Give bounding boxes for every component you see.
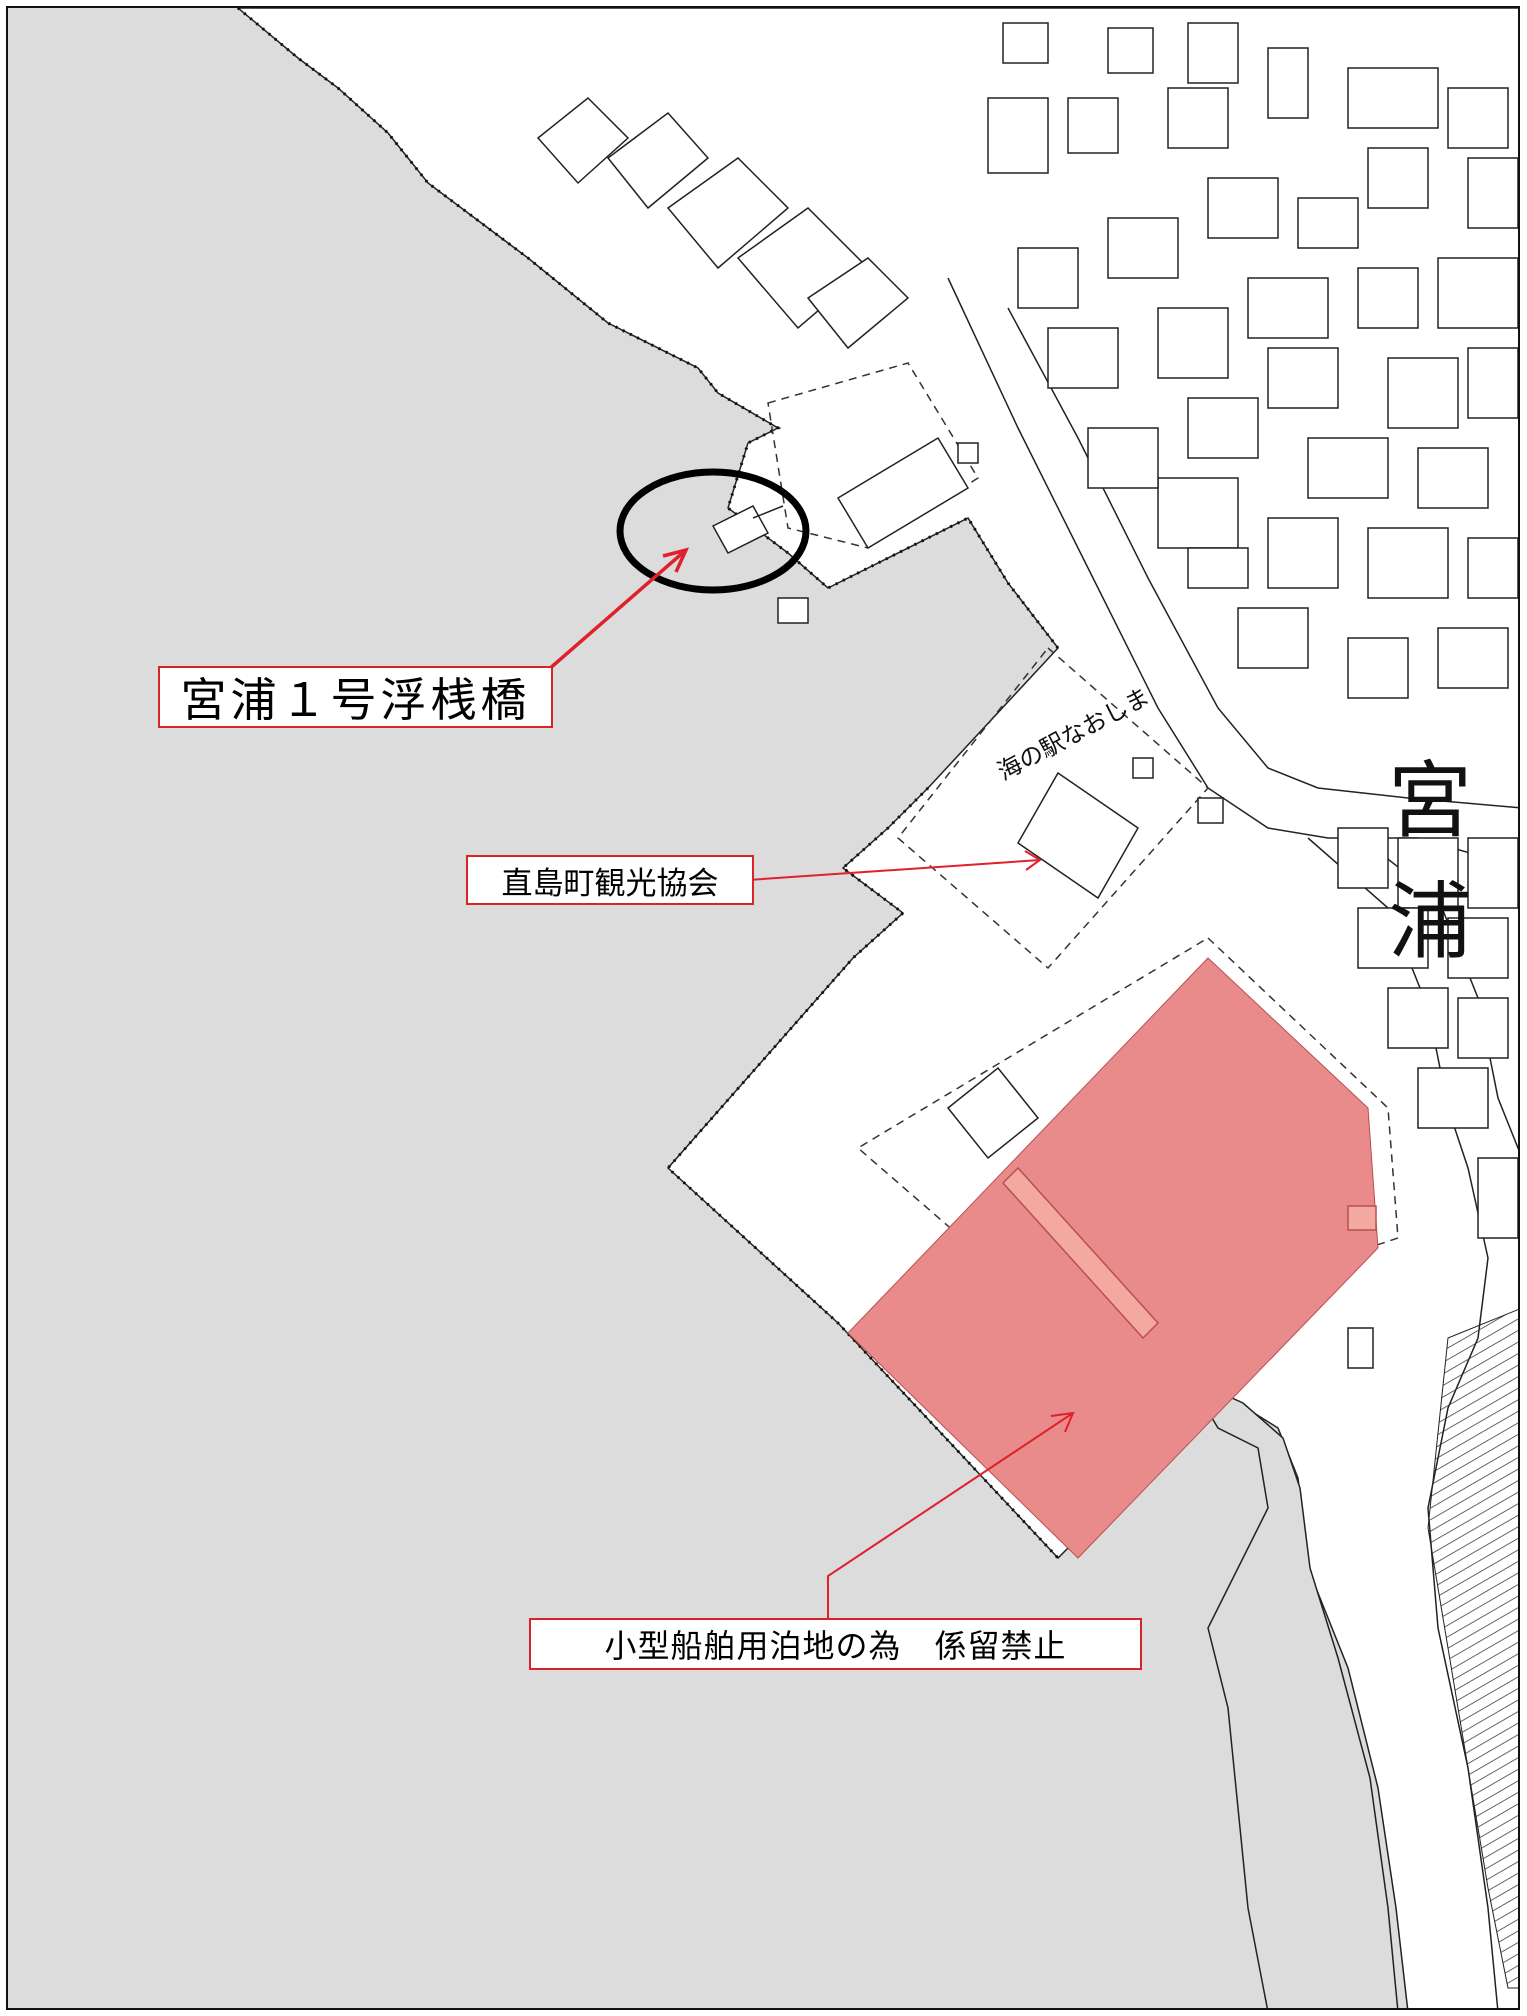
town-buildings (987, 22, 1518, 699)
assoc-arrowhead (1024, 850, 1042, 871)
seawall-north (237, 8, 1060, 649)
pier-highlight-circle (616, 468, 810, 594)
east-inlet (1186, 1376, 1399, 2008)
dashed-parcels (767, 362, 1399, 1410)
no-mooring-zone (847, 957, 1379, 1559)
hillside-slope (1427, 1309, 1518, 1989)
mooring-zone-pier (1001, 1166, 1160, 1340)
thin-callout-arrows (747, 850, 1075, 1618)
pier-arrow (546, 548, 688, 672)
mooring-zone-marker (1347, 1205, 1377, 1231)
pier-arrowhead (662, 547, 690, 573)
east-strip-buildings (1337, 827, 1518, 1239)
harbor-map[interactable] (8, 8, 1520, 2010)
place-name-label: 宮浦 (1388, 752, 1475, 971)
pier-callout: 宮浦１号浮桟橋 (158, 666, 553, 728)
harbor-buildings (777, 436, 1374, 1369)
map-frame: 宮浦 海の駅なおしま 宮浦１号浮桟橋 直島町観光協会 小型船舶用泊地の為 係留禁… (6, 6, 1520, 2010)
warehouses (536, 96, 910, 350)
floating-pier[interactable] (616, 468, 810, 594)
mooring-arrow (827, 1412, 1074, 1618)
mooring-restriction-callout: 小型船舶用泊地の為 係留禁止 (529, 1618, 1142, 1670)
callout-arrows (546, 547, 690, 672)
tourism-association-callout: 直島町観光協会 (466, 855, 754, 905)
mooring-arrowhead (1050, 1411, 1075, 1433)
assoc-arrow (747, 859, 1041, 881)
seawall-south (665, 786, 1060, 1560)
